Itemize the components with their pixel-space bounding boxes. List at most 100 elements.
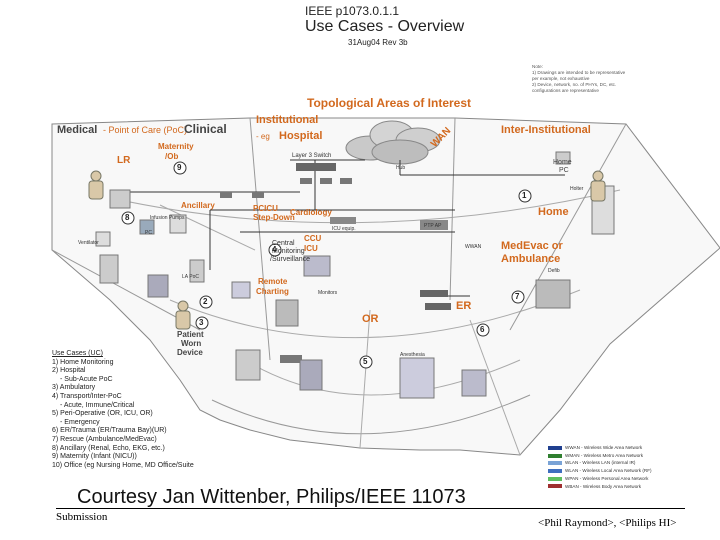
zone-cardiology: Cardiology bbox=[290, 208, 332, 217]
legend-label: WLAN - Wireless Local Area Network (RF) bbox=[565, 468, 652, 474]
sector-line bbox=[469, 319, 521, 456]
sector-line bbox=[509, 123, 627, 331]
label-ventilator: Ventilator bbox=[78, 240, 99, 246]
monitor-device bbox=[139, 219, 155, 235]
use-case-item: 4) Transport/Inter-PoC bbox=[52, 392, 122, 400]
label-anesthesia: Anesthesia bbox=[400, 352, 425, 358]
inner-arc-1 bbox=[211, 394, 531, 435]
label-surveillance: /Surveillance bbox=[270, 256, 311, 263]
notes-label: Note: bbox=[532, 64, 543, 69]
zone-ancillary: Ancillary bbox=[181, 201, 215, 210]
monitor-device bbox=[235, 349, 261, 381]
notes-line: 2) Device, network, no. of PHYs, DC, etc… bbox=[532, 82, 617, 87]
zone-home-pc: PC bbox=[559, 167, 569, 174]
marker-num: 4 bbox=[272, 245, 277, 254]
network-device bbox=[425, 303, 451, 310]
zone-inter: Inter-Institutional bbox=[501, 124, 591, 136]
zone-clinical: Clinical bbox=[184, 122, 227, 136]
use-case-item: 8) Ancillary (Renal, Echo, EKG, etc.) bbox=[52, 444, 165, 452]
zone-ccu: CCU bbox=[304, 234, 322, 243]
zone-picu: PCICU bbox=[253, 204, 278, 213]
legend-swatch bbox=[548, 461, 562, 466]
zone-poc: - Point of Care (PoC) bbox=[103, 125, 188, 135]
monitor-device bbox=[535, 279, 571, 309]
legend-item: WWAN - Wireless Wide Area Network bbox=[548, 444, 652, 452]
use-case-item: 2) Hospital bbox=[52, 367, 86, 375]
zone-er: ER bbox=[456, 300, 472, 312]
network-device bbox=[252, 192, 264, 198]
zone-ambulance: Ambulance bbox=[501, 253, 561, 265]
legend-swatch bbox=[548, 453, 562, 458]
label-la-poc: LA PoC bbox=[182, 274, 199, 280]
zone-patient: Patient bbox=[177, 330, 204, 339]
legend-label: WPAN - Wireless Personal Area Network bbox=[565, 475, 649, 481]
legend-swatch bbox=[548, 476, 562, 481]
network-device bbox=[420, 290, 448, 297]
wan-cloud bbox=[345, 120, 441, 165]
label-infusion: Infusion Pumps bbox=[150, 215, 185, 221]
zone-institutional: Institutional bbox=[256, 114, 319, 126]
doc-id: IEEE p1073.0.1.1 bbox=[305, 4, 400, 18]
zone-home-small: Home bbox=[553, 159, 572, 166]
label-switch: Layer 3 Switch bbox=[292, 153, 332, 159]
monitor-device bbox=[303, 255, 331, 277]
monitor-device bbox=[275, 299, 299, 327]
zone-home: Home bbox=[538, 206, 569, 218]
label-central: Central bbox=[272, 240, 295, 247]
zone-charting: Charting bbox=[256, 287, 289, 296]
use-case-marker bbox=[121, 161, 532, 369]
sector-line bbox=[51, 249, 201, 331]
label-defib: Defib bbox=[548, 268, 560, 274]
courtesy-caption: Courtesy Jan Wittenber, Philips/IEEE 110… bbox=[77, 486, 466, 508]
monitor-device bbox=[109, 189, 131, 209]
use-case-list: Use Cases (UC) 1) Home Monitoring 2) Hos… bbox=[52, 350, 194, 470]
legend-label: WWAN - Wireless Wide Area Network bbox=[565, 445, 643, 450]
legend-swatch bbox=[548, 468, 562, 473]
marker-num: 2 bbox=[203, 297, 208, 306]
notes-line: configurations are representative bbox=[532, 88, 599, 93]
monitor-device bbox=[299, 359, 323, 391]
zone-remote: Remote bbox=[258, 277, 288, 286]
inner-arc-4 bbox=[119, 189, 621, 224]
notes-line: 1) Drawings are intended to be represent… bbox=[532, 70, 626, 75]
monitor-device bbox=[99, 254, 119, 284]
use-case-item: - Sub-Acute PoC bbox=[60, 375, 113, 383]
marker-num: 6 bbox=[480, 325, 485, 334]
footer-divider bbox=[56, 508, 685, 509]
notes-block: Note: 1) Drawings are intended to be rep… bbox=[532, 64, 625, 94]
zone-medical: Medical bbox=[57, 124, 98, 136]
legend-swatch bbox=[548, 484, 562, 489]
use-case-heading: Use Cases (UC) bbox=[52, 350, 103, 357]
network-device bbox=[300, 178, 312, 184]
network-device bbox=[330, 217, 356, 224]
topology-title: Topological Areas of Interest bbox=[307, 96, 472, 110]
label-holter: Holter bbox=[570, 186, 584, 192]
zone-ob: /Ob bbox=[165, 152, 179, 161]
monitor-device bbox=[95, 231, 111, 247]
sector-line bbox=[249, 117, 271, 361]
legend-swatch bbox=[548, 445, 562, 450]
label-monitors: Monitors bbox=[318, 290, 338, 296]
use-case-item: 7) Rescue (Ambulance/MedEvac) bbox=[52, 435, 157, 443]
zone-lr: LR bbox=[117, 155, 131, 166]
label-wwan: WWAN bbox=[465, 244, 482, 250]
monitor-device bbox=[555, 151, 571, 165]
zone-medevac: MedEvac or bbox=[501, 240, 563, 252]
legend-label: WLAN - Wireless LAN (internal IR) bbox=[565, 460, 636, 466]
sector-line bbox=[359, 309, 371, 449]
marker-num: 3 bbox=[199, 318, 204, 327]
marker-num: 8 bbox=[125, 213, 130, 222]
legend-item: WLAN - Wireless LAN (internal IR) bbox=[548, 459, 652, 467]
use-case-item: 10) Office (eg Nursing Home, MD Office/S… bbox=[52, 461, 194, 469]
footer-author: <Phil Raymond>, <Philips HI> bbox=[538, 517, 677, 529]
label-icu-equip: ICU equip. bbox=[332, 226, 356, 232]
legend-label: WMAN - Wireless Metro Area Network bbox=[565, 452, 644, 458]
sector-line bbox=[159, 204, 256, 251]
zone-worn: Worn bbox=[181, 339, 202, 348]
use-case-item: - Acute, Immune/Critical bbox=[60, 401, 135, 409]
label-pc: PC bbox=[145, 230, 152, 236]
fan-outline bbox=[51, 117, 720, 456]
person-icon bbox=[88, 170, 104, 200]
zone-stepdown: Step-Down bbox=[253, 213, 295, 222]
